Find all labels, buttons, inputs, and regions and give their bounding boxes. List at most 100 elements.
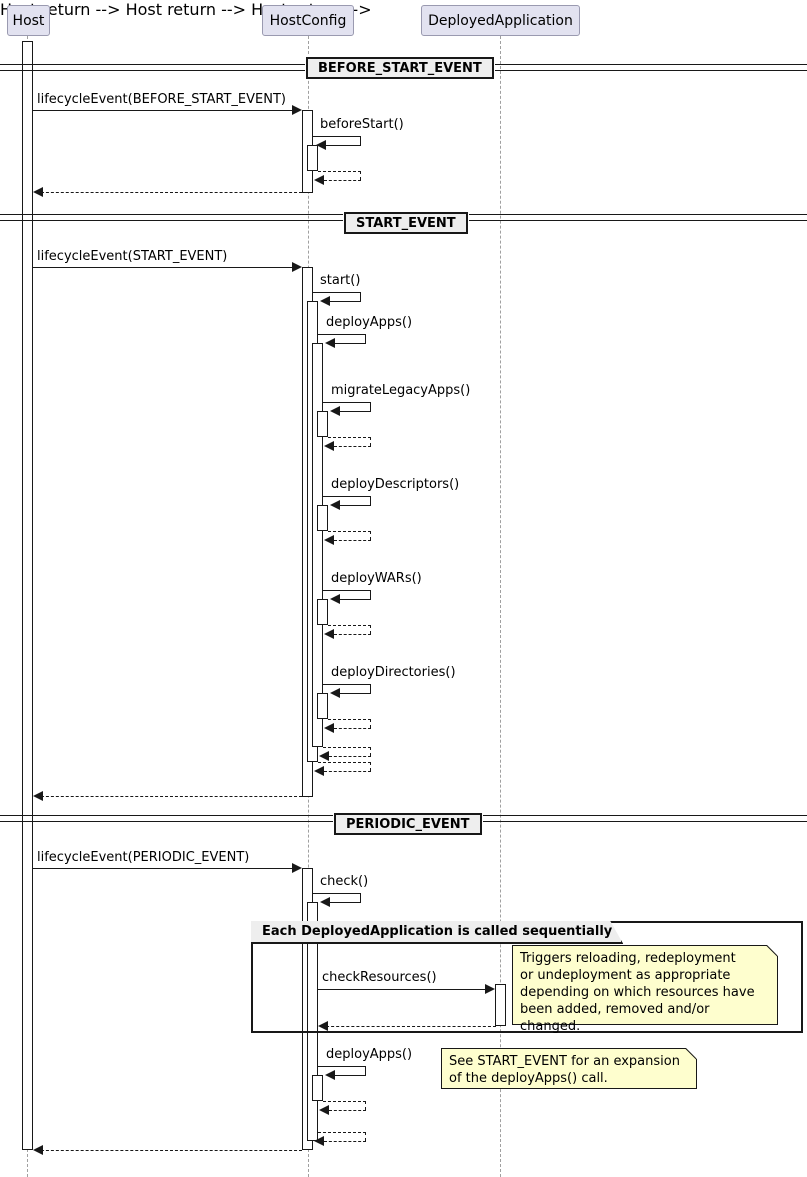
return-checkresources [321,1026,496,1027]
arrowhead-left-icon [330,406,340,416]
return-lifecycle-start [36,796,302,797]
message-self-wars-right [370,590,371,599]
note-check-resources: Triggers reloading, redeployment or unde… [512,945,778,1034]
message-self-start-top [313,292,361,293]
arrowhead-left-icon [324,723,334,733]
message-lifecycle-start [33,267,299,268]
participant-hostconfig[interactable]: HostConfig [262,5,354,36]
activation-hostconfig-migrate-l4 [317,411,328,437]
message-self-descriptors-right [370,496,371,505]
message-self-check-top [313,893,361,894]
message-self-deployapps-bottom [334,343,366,344]
arrowhead-right-icon [292,863,302,873]
message-self-directories-top [323,684,371,685]
message-self-deployapps-periodic-right [365,1066,366,1075]
arrowhead-left-icon [324,629,334,639]
note-fold-corner-icon [686,1048,697,1059]
arrowhead-left-icon [330,500,340,510]
message-label-deploydirectories: deployDirectories() [331,665,456,680]
return-descriptors-bottom [334,540,371,541]
message-self-deployapps-periodic-top [318,1066,366,1067]
divider-start-event: START_EVENT [343,211,469,235]
message-self-deployapps-right [365,334,366,343]
message-self-deployapps-periodic-bottom [334,1075,366,1076]
return-descriptors-right [370,531,371,540]
arrowhead-left-icon [33,187,43,197]
message-self-migrate-right [370,402,371,411]
return-before-start-right [360,171,361,180]
message-checkresources [318,989,493,990]
message-label-start: start() [320,273,361,288]
activation-hostconfig-before-start-nested [307,145,318,171]
message-self-migrate-bottom [339,411,371,412]
message-label-checkresources: checkResources() [322,970,437,985]
message-lifecycle-periodic [33,868,299,869]
return-start-bottom [324,771,371,772]
activation-hostconfig-start-l3 [312,343,323,747]
arrowhead-left-icon [314,1136,324,1146]
arrowhead-left-icon [33,1145,43,1155]
message-label-before-start: beforeStart() [320,117,404,132]
arrowhead-left-icon [319,1105,329,1115]
arrowhead-left-icon [316,140,326,150]
arrowhead-left-icon [314,175,324,185]
return-descriptors-top [328,531,371,532]
return-wars-top [328,625,371,626]
activation-host [22,41,33,1150]
message-label-deployapps-start: deployApps() [326,315,413,330]
message-self-wars-top [323,590,371,591]
group-label-sequential: Each DeployedApplication is called seque… [251,921,623,944]
message-self-before-start-right [360,136,361,145]
return-before-start-top [318,171,361,172]
message-label-deployapps-periodic: deployApps() [326,1047,413,1062]
arrowhead-left-icon [320,897,330,907]
message-label-lifecycle-periodic: lifecycleEvent(PERIODIC_EVENT) [37,850,250,865]
message-self-before-start-top [313,136,361,137]
divider-before-start-event: BEFORE_START_EVENT [305,56,495,80]
message-label-migratelegacyapps: migrateLegacyApps() [331,383,471,398]
return-before-start-bottom [324,180,361,181]
lifeline-deployedapplication [500,36,501,1177]
return-deployapps-start-bottom [329,756,371,757]
return-start-top [318,762,371,763]
message-self-directories-bottom [339,693,371,694]
return-start-right [370,762,371,771]
message-label-lifecycle-start: lifecycleEvent(START_EVENT) [37,249,228,264]
return-migrate-right [370,437,371,446]
return-deployapps-start-right [370,747,371,756]
return-lifecycle-before-start [36,192,302,193]
message-self-descriptors-bottom [339,505,371,506]
message-label-deploywars: deployWARs() [331,571,422,586]
arrowhead-left-icon [318,1021,328,1031]
activation-hostconfig-wars-l4 [317,599,328,625]
arrowhead-left-icon [324,535,334,545]
return-deployapps-start-top [323,747,371,748]
arrowhead-left-icon [320,296,330,306]
message-self-descriptors-top [323,496,371,497]
return-deployapps-periodic-bottom [329,1110,366,1111]
arrowhead-left-icon [325,338,335,348]
arrowhead-left-icon [324,441,334,451]
return-deployapps-periodic-right [365,1101,366,1110]
message-self-before-start-bottom [324,145,361,146]
message-label-deploydescriptors: deployDescriptors() [331,477,460,492]
activation-deployedapplication [495,984,506,1026]
message-label-check: check() [320,874,369,889]
arrowhead-left-icon [33,791,43,801]
message-self-check-right [360,893,361,902]
participant-deployedapplication[interactable]: DeployedApplication [421,5,580,36]
arrowhead-left-icon [314,766,324,776]
arrowhead-right-icon [485,984,495,994]
message-self-check-bottom [329,902,361,903]
return-wars-bottom [334,634,371,635]
arrowhead-right-icon [292,105,302,115]
participant-host[interactable]: Host [7,5,50,36]
message-self-directories-right [370,684,371,693]
arrowhead-right-icon [292,262,302,272]
message-self-deployapps-top [318,334,366,335]
arrowhead-left-icon [330,688,340,698]
return-lifecycle-periodic [36,1150,302,1151]
note-deploy-apps: See START_EVENT for an expansion of the … [441,1048,697,1089]
arrowhead-left-icon [330,594,340,604]
arrowhead-left-icon [325,1070,335,1080]
